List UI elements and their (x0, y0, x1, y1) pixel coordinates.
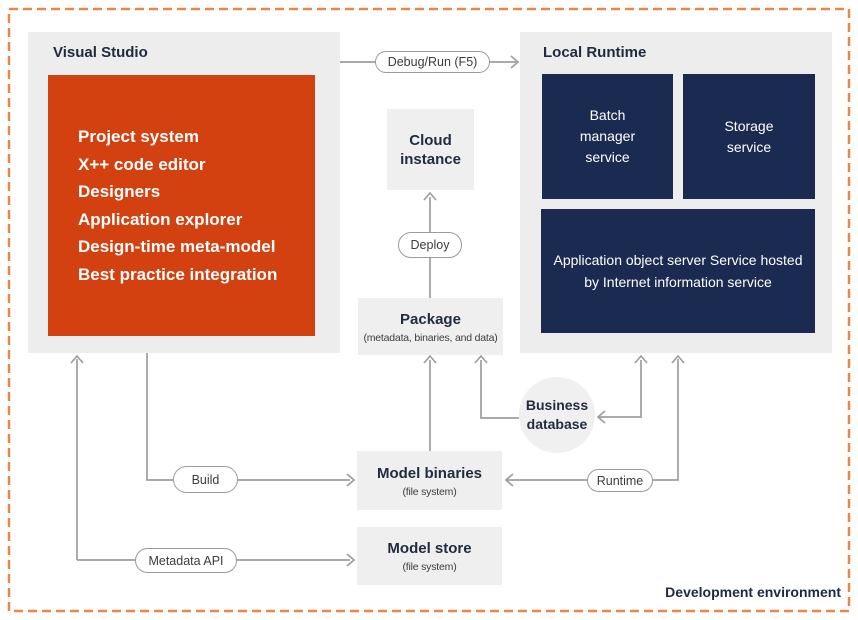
visual-studio-feature-box: Project system X++ code editor Designers… (48, 75, 315, 336)
development-environment-label: Development environment (665, 584, 841, 600)
feature-item: Designers (78, 182, 161, 201)
batch-manager-service-box: Batch manager service (542, 74, 673, 199)
package-box: Package (metadata, binaries, and data) (358, 298, 503, 355)
build-pill: Build (173, 466, 238, 493)
storage-service-box: Storage service (683, 74, 815, 199)
feature-item: Application explorer (78, 209, 243, 229)
debug-run-pill: Debug/Run (F5) (375, 51, 490, 73)
local-runtime-title: Local Runtime (543, 44, 647, 61)
runtime-pill: Runtime (587, 469, 653, 492)
feature-item: Design-time meta-model (78, 237, 276, 256)
metadata-api-pill: Metadata API (135, 548, 237, 573)
business-database-circle: Business database (519, 377, 595, 453)
model-binaries-subtitle: (file system) (402, 485, 457, 498)
application-object-server-box: Application object server Service hosted… (541, 209, 815, 333)
model-binaries-title: Model binaries (376, 464, 483, 482)
feature-item: X++ code editor (78, 154, 206, 174)
deploy-pill: Deploy (398, 232, 462, 258)
model-store-box: Model store (file system) (357, 527, 502, 585)
feature-item: Project system (78, 127, 199, 146)
cloud-instance-title: Cloud instance (400, 131, 461, 168)
package-title: Package (400, 310, 461, 328)
model-binaries-box: Model binaries (file system) (357, 451, 502, 510)
model-store-subtitle: (file system) (402, 561, 457, 573)
visual-studio-title: Visual Studio (53, 44, 148, 61)
feature-item: Best practice integration (78, 264, 278, 284)
model-store-title: Model store (387, 540, 472, 557)
cloud-instance-box: Cloud instance (387, 109, 474, 190)
package-subtitle: (metadata, binaries, and data) (363, 331, 498, 344)
